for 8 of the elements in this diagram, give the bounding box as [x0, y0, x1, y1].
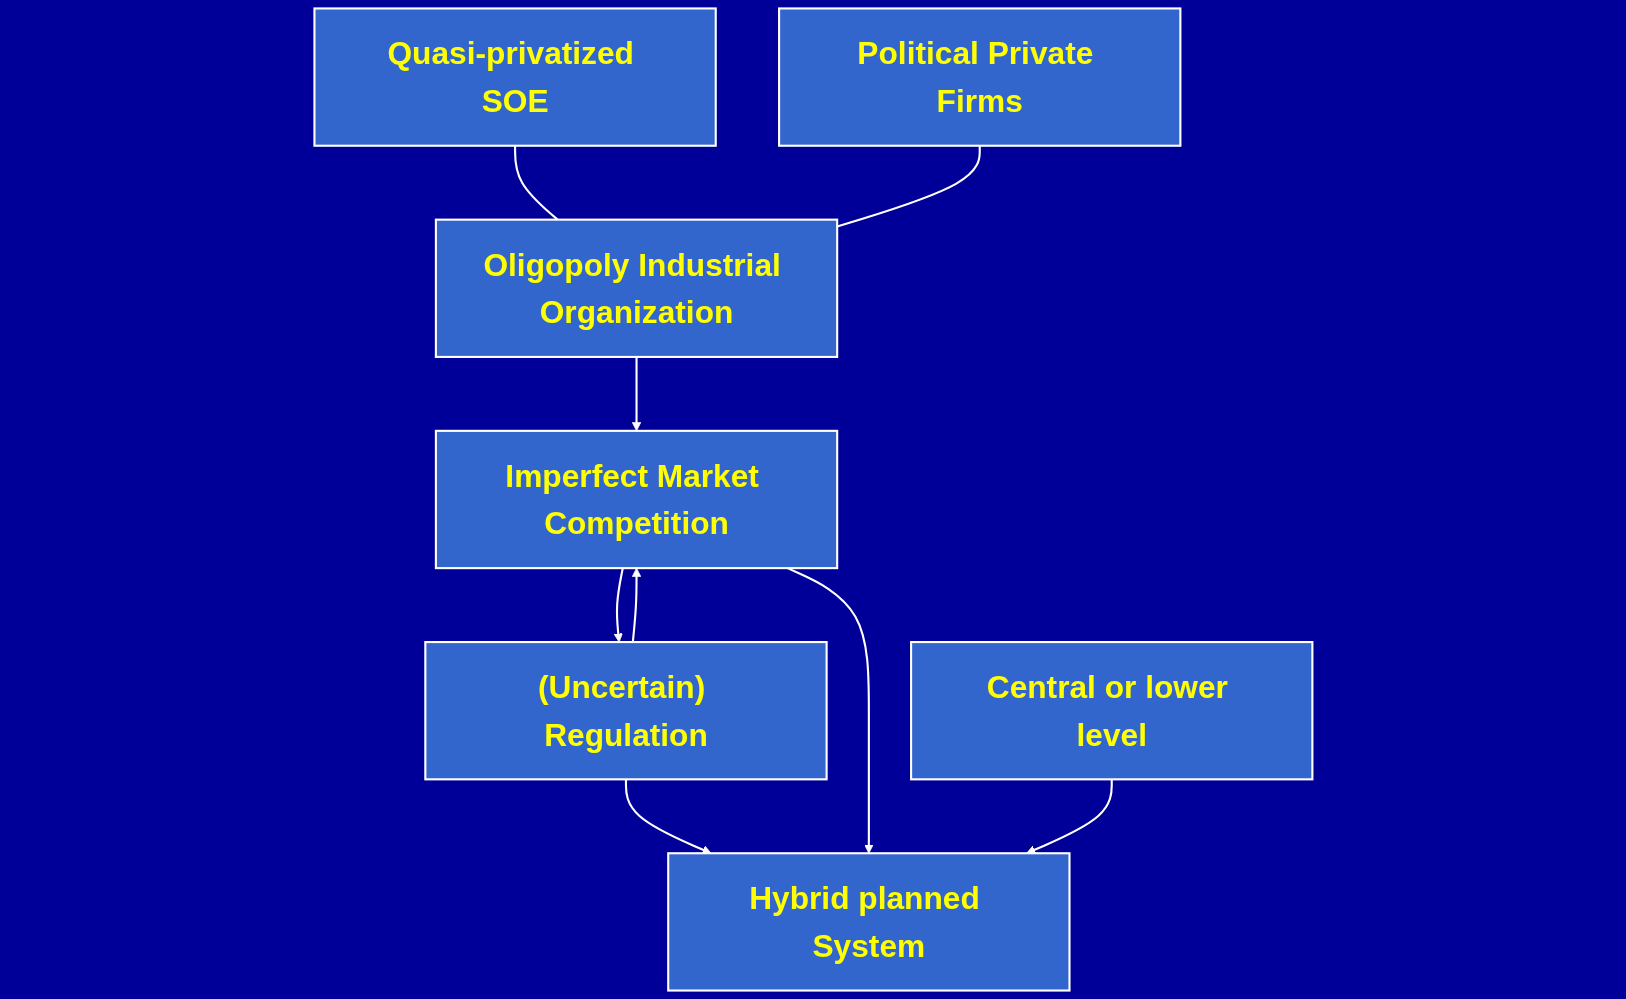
node-box: Hybrid planned System: [666, 852, 1071, 992]
node-box: Oligopoly Industrial Organization: [434, 218, 838, 358]
node-box: Quasi-privatized SOE: [312, 7, 717, 147]
node-box: Political Private Firms: [777, 7, 1181, 147]
node-box: Central or lower level: [909, 641, 1313, 781]
connector: [836, 145, 981, 228]
node-box: (Uncertain) Regulation: [423, 641, 828, 781]
node-box: Imperfect Market Competition: [434, 429, 838, 570]
